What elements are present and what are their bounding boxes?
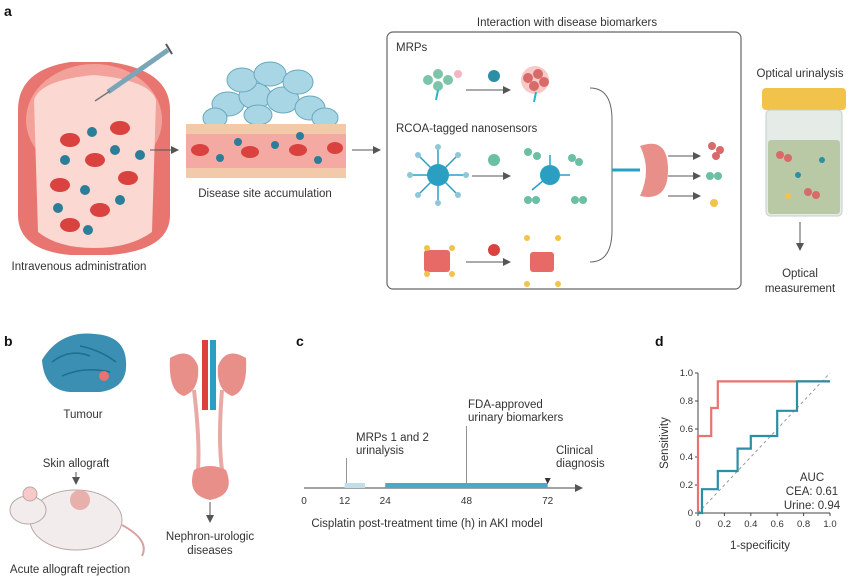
roc-chance-line [697,372,831,514]
mrp-probe-icon [423,69,462,101]
fda-callout-line1: FDA-approved [468,399,543,411]
blood-vessel-illustration [18,62,170,255]
nephron-label-line1: Nephron-urologic [166,531,254,543]
auc-legend-urine: Urine: 0.94 [784,500,841,512]
optical-measurement-line2: measurement [765,283,836,295]
timeline-tick-label: 72 [542,496,554,507]
blood-vessel-wall [186,124,346,178]
roc-x-tick-label: 0 [695,519,700,530]
roc-y-tick-label: 0.8 [680,396,693,407]
roc-x-tick-label: 0.4 [744,519,757,530]
nanosensor-icon [407,144,469,206]
cleaved-red-probe-icon [524,235,561,287]
cleaved-mrp-icon [521,66,549,103]
timeline-tick-label: 0 [301,496,307,507]
reporter-red [708,142,724,160]
roc-series-cea [698,380,830,515]
enzyme-icon-2 [488,154,500,166]
tumour-cell-cluster [202,61,339,129]
optical-urinalysis-label: Optical urinalysis [757,68,844,80]
timeline-clinical-marker [544,478,551,484]
timeline: 0 12 24 48 72 [301,426,583,507]
roc-y-axis-label: Sensitivity [659,417,671,469]
timeline-tick-label: 48 [461,496,473,507]
reporter-green [706,172,722,180]
roc-y-tick-label: 0.2 [680,480,693,491]
tumour-label: Tumour [63,409,102,421]
panel-c-label: c [296,333,304,349]
mouse-icon [9,486,145,557]
timeline-tick-label: 12 [339,496,351,507]
timeline-bar-mrps [344,483,365,488]
mrps-heading: MRPs [396,42,428,54]
red-probe-icon [424,245,455,277]
panel-d-label: d [655,333,664,349]
roc-x-tick-label: 1.0 [823,519,836,530]
enzyme-icon-1 [488,70,500,82]
urine-jar-icon [762,88,846,217]
kidney-icon [612,143,668,197]
roc-y-tick-label: 0.6 [680,424,693,435]
panel-a-label: a [4,3,12,19]
roc-y-tick-label: 1.0 [680,368,693,379]
clinical-callout-line1: Clinical [556,445,593,457]
auc-legend-title: AUC [800,472,824,484]
auc-legend-cea: CEA: 0.61 [786,486,838,498]
converging-bracket [589,87,613,263]
intravenous-label: Intravenous administration [12,261,147,273]
roc-x-axis-label: 1-specificity [730,540,790,552]
brain-icon [42,333,127,392]
timeline-axis-label: Cisplatin post-treatment time (h) in AKI… [311,518,542,530]
roc-series-urine [696,380,830,513]
fda-callout-line2: urinary biomarkers [468,412,563,424]
reporter-yellow [710,199,718,207]
interaction-box [386,31,742,290]
panel-b-label: b [4,333,13,349]
timeline-tick-label: 24 [380,496,392,507]
syringe-icon [94,43,173,102]
roc-x-tick-label: 0.8 [797,519,810,530]
roc-chart: 0 0.2 0.4 0.6 0.8 1.0 0 0.2 0.4 0.6 0.8 1.0 [680,368,837,530]
roc-y-tick-label: 0 [688,508,693,519]
timeline-bar-fda [385,483,548,488]
roc-x-tick-label: 0.6 [771,519,784,530]
mrps-callout-line1: MRPs 1 and 2 [356,432,429,444]
enzyme-icon-3 [488,244,500,256]
roc-x-tick-label: 0.2 [718,519,731,530]
accumulation-label: Disease site accumulation [198,188,332,200]
activated-nanosensor-icon [524,148,587,204]
optical-measurement-line1: Optical [782,268,818,280]
mrps-callout-line2: urinalysis [356,445,404,457]
interaction-title: Interaction with disease biomarkers [477,17,657,29]
skin-allograft-label: Skin allograft [43,458,110,470]
nephron-label-line2: diseases [187,545,233,557]
clinical-callout-line2: diagnosis [556,458,605,470]
urinary-system-icon [169,340,247,500]
roc-y-tick-label: 0.4 [680,452,693,463]
acute-rejection-label: Acute allograft rejection [10,564,130,576]
rcoa-heading: RCOA-tagged nanosensors [396,123,538,135]
